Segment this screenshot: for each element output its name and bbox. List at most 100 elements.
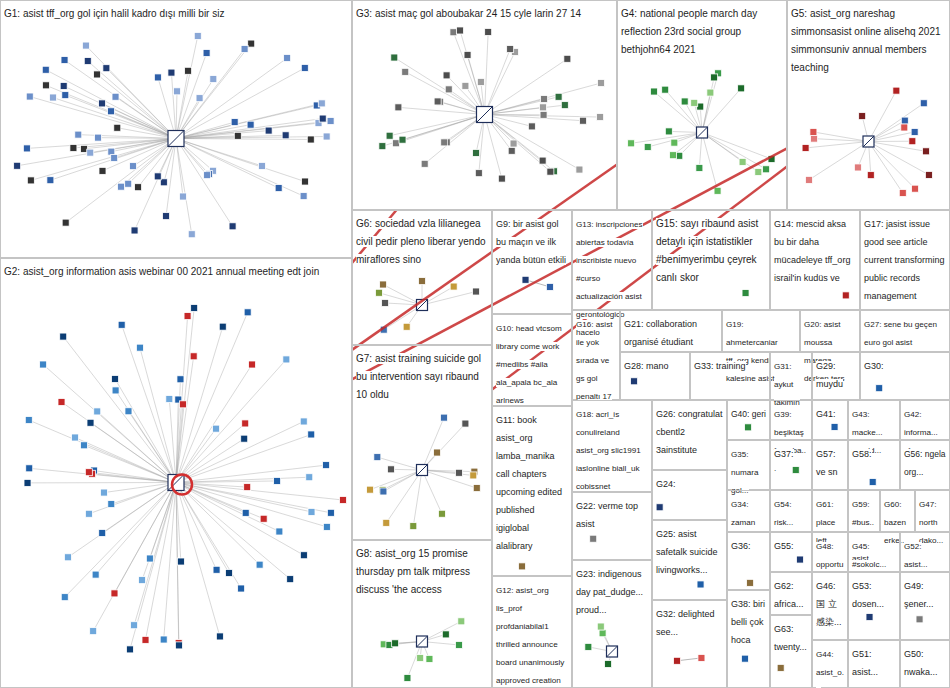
vertex-edge <box>869 142 926 152</box>
group-label: G15: sayı ribaund asist detaylı için ist… <box>656 218 758 283</box>
group-label: G55: <box>774 541 794 551</box>
vertex-symbol <box>912 185 919 192</box>
group-panel: G23: indigenous day pat_dudge... proud..… <box>572 560 652 688</box>
group-cluster <box>14 32 334 237</box>
vertex-edge <box>702 133 772 160</box>
group-cluster <box>869 479 876 486</box>
vertex-edge <box>176 44 251 139</box>
group-label: G37: <box>774 449 794 459</box>
vertex-edge <box>176 138 311 140</box>
vertex-symbol <box>92 571 99 578</box>
group-panel: G42: informa... cfp... <box>900 400 950 440</box>
vertex-symbol <box>755 169 762 176</box>
vertex-symbol <box>597 623 604 630</box>
vertex-edge <box>53 98 176 139</box>
vertex-edge <box>460 30 484 114</box>
vertex-edge <box>176 483 246 513</box>
vertex-edge <box>479 115 485 174</box>
vertex-symbol <box>741 655 748 662</box>
vertex-symbol <box>114 124 121 131</box>
vertex-symbol <box>112 375 119 382</box>
vertex-symbol <box>47 177 54 184</box>
vertex-edge <box>176 483 241 589</box>
vertex-symbol <box>540 111 547 118</box>
group-panel: G3: asist maç gol aboubakar 24 15 cyle l… <box>352 0 617 210</box>
vertex-symbol <box>374 454 381 461</box>
vertex-edge <box>102 139 176 171</box>
group-panel: G55: <box>770 532 812 572</box>
group-panel: G48: opportu... <box>812 532 848 572</box>
group-label: G51: asist... <box>852 649 878 677</box>
vertex-symbol <box>241 45 248 52</box>
vertex-symbol <box>85 510 92 517</box>
vertex-symbol <box>99 167 106 174</box>
group-panel: G43: macke... ronald... <box>848 400 900 440</box>
vertex-symbol <box>383 519 390 526</box>
vertex-symbol <box>714 187 721 194</box>
group-label: G40: geri <box>731 409 766 419</box>
vertex-edge <box>46 85 176 138</box>
vertex-symbol <box>60 82 67 89</box>
group-cluster <box>375 278 479 334</box>
vertex-edge <box>485 32 489 115</box>
vertex-symbol <box>301 64 308 71</box>
group-cluster <box>747 579 754 586</box>
vertex-edge <box>176 139 305 182</box>
vertex-symbol <box>441 139 448 146</box>
vertex-edge <box>176 483 343 501</box>
vertex-edge <box>30 97 176 139</box>
vertex-symbol <box>859 113 866 120</box>
vertex-symbol <box>26 93 33 100</box>
vertex-symbol <box>125 408 132 415</box>
group-cluster <box>842 292 849 299</box>
group-label: G32: delighted see... <box>656 609 715 637</box>
vertex-symbol <box>576 166 583 173</box>
vertex-symbol <box>260 515 267 522</box>
vertex-symbol <box>50 94 57 101</box>
vertex-symbol <box>763 166 770 173</box>
vertex-symbol <box>546 283 553 290</box>
vertex-edge <box>485 115 551 172</box>
vertex-edge <box>73 139 176 148</box>
vertex-symbol <box>61 57 68 64</box>
vertex-edge <box>422 470 442 514</box>
vertex-edge <box>29 420 176 482</box>
vertex-symbol <box>477 78 484 85</box>
vertex-symbol <box>274 477 281 484</box>
vertex-edge <box>169 399 176 482</box>
vertex-edge <box>68 483 176 558</box>
vertex-symbol <box>81 442 88 449</box>
vertex-symbol <box>256 561 263 568</box>
group-cluster <box>742 290 749 297</box>
vertex-symbol <box>507 46 514 53</box>
vertex-edge <box>422 418 444 470</box>
vertex-edge <box>176 356 194 482</box>
vertex-edge <box>425 115 485 164</box>
group-panel: G11: book asist_org lamba_manika call ch… <box>492 406 572 576</box>
vertex-symbol <box>392 640 399 647</box>
vertex-symbol <box>457 27 464 34</box>
vertex-symbol <box>179 193 186 200</box>
vertex-symbol <box>276 528 283 535</box>
vertex-symbol <box>922 148 929 155</box>
group-panel: G54: risk... <box>770 490 812 532</box>
group-label: G6: sociedad vzla lilianegea civil pedir… <box>356 218 486 265</box>
vertex-edge <box>665 90 702 133</box>
vertex-symbol <box>244 309 251 316</box>
vertex-symbol <box>62 92 69 99</box>
group-label: G41: <box>816 409 836 419</box>
vertex-symbol <box>911 128 918 135</box>
group-cluster <box>876 385 883 392</box>
vertex-edge <box>405 72 484 115</box>
vertex-symbol <box>84 58 91 65</box>
vertex-symbol <box>184 313 191 320</box>
vertex-symbol <box>323 462 330 469</box>
vertex-symbol <box>166 396 173 403</box>
vertex-symbol <box>473 149 480 156</box>
vertex-symbol <box>26 465 33 472</box>
vertex-symbol <box>901 124 908 131</box>
vertex-symbol <box>742 290 749 297</box>
group-panel: G58: <box>848 440 900 490</box>
vertex-symbol <box>387 466 394 473</box>
vertex-edge <box>176 421 304 482</box>
